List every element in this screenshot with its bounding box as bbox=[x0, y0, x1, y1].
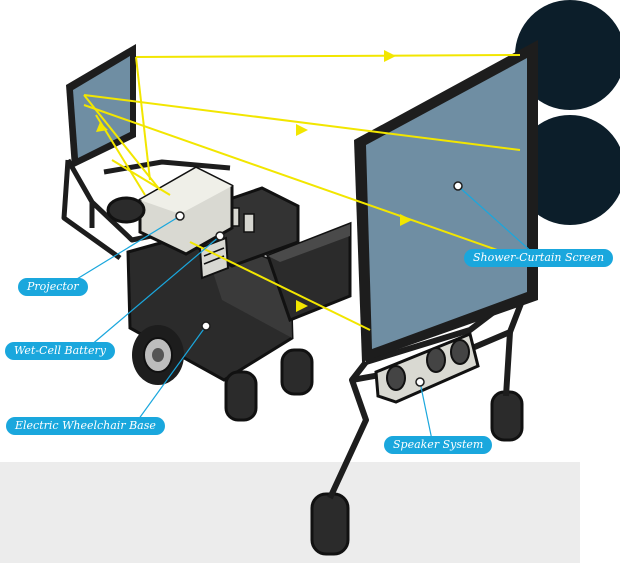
pointer-dots bbox=[175, 181, 463, 387]
projector bbox=[106, 166, 234, 256]
light-rays bbox=[83, 54, 521, 331]
dark-circle-top bbox=[515, 0, 620, 110]
dark-circle-middle bbox=[515, 115, 620, 225]
speaker-system bbox=[374, 331, 480, 404]
mirror bbox=[66, 44, 136, 168]
label-shower-curtain-screen: Shower-Curtain Screen bbox=[464, 249, 614, 267]
label-electric-wheelchair-base: Electric Wheelchair Base bbox=[6, 417, 165, 435]
leader-lines bbox=[71, 185, 534, 441]
label-wet-cell-battery: Wet-Cell Battery bbox=[5, 342, 115, 360]
label-projector: Projector bbox=[18, 278, 88, 296]
floor-shadow bbox=[0, 462, 580, 563]
caster-wheels bbox=[224, 348, 524, 556]
label-speaker-system: Speaker System bbox=[384, 436, 493, 454]
screen bbox=[354, 40, 538, 362]
front-big-wheel bbox=[132, 325, 184, 385]
ray-arrows bbox=[96, 50, 412, 312]
